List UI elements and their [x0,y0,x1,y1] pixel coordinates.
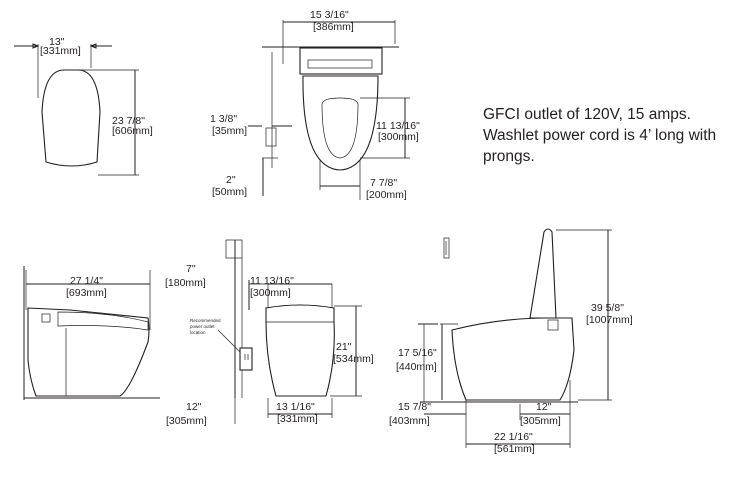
lid-width-inch: 13" [49,36,65,48]
power-note: GFCI outlet of 120V, 15 amps. Washlet po… [483,104,731,167]
toilet-top-view: 15 3/16" [386mm] 1 3/8" [35mm] 2" [50mm]… [210,9,420,201]
outlet-label-line2: power outlet [190,324,215,329]
side-length-mm: [693mm] [66,287,107,299]
seat-height-inch: 17 5/16" [398,347,437,359]
toilet-front-view: 7" [180mm] 11 13/16" [300mm] Recommended… [165,239,374,427]
rough-in-inch: 15 7/8" [398,401,431,413]
outlet-offset-inch: 12" [186,401,202,413]
side-body [27,307,150,397]
wall-gap-mm: [35mm] [212,125,247,137]
outlet-height-mm: [180mm] [165,277,206,289]
bowl-offset-inch: 7 7/8" [370,177,397,189]
outlet-label-line1: Recommended [190,318,221,323]
lid-length-mm: [606mm] [112,125,153,137]
rear-rough-inch: 12" [536,401,552,413]
front-depth-inch: 11 13/16" [250,275,294,287]
base-length-inch: 22 1/16" [494,431,533,443]
bowl-depth-inch: 11 13/16" [376,120,420,132]
outlet-height-inch: 7" [186,263,196,275]
power-note-line1: GFCI outlet of 120V, 15 amps. [483,106,691,123]
toilet-side-view: 27 1/4" [693mm] [23,266,160,400]
bowl-outline [302,75,379,171]
bowl-depth-mm: [300mm] [378,131,419,143]
open-side-body [451,317,575,401]
supply-offset-mm: [50mm] [212,186,247,198]
lid-length-inch: 23 7/8" [112,115,145,127]
front-height-mm: [534mm] [333,353,374,365]
supply-offset-inch: 2" [226,174,236,186]
lid-outline [41,69,101,167]
rear-rough-mm: [305mm] [520,415,561,427]
power-note-line2: Washlet power cord is 4’ long with [483,127,717,144]
front-width-inch: 13 1/16" [276,401,315,413]
toilet-side-view-open: 39 5/8" [1007mm] 17 5/16" [440mm] 15 7/8… [389,228,633,455]
rough-in-mm: [403mm] [389,415,430,427]
total-height-mm: [1007mm] [586,314,633,326]
front-depth-mm: [300mm] [250,287,291,299]
wall-outlet-icon [443,237,450,259]
side-length-inch: 27 1/4" [70,275,103,287]
total-height-inch: 39 5/8" [591,302,624,314]
outlet-label-line3: location [190,330,206,335]
tank-top [299,47,383,75]
outlet-offset-mm: [305mm] [166,415,207,427]
front-width-mm: [331mm] [277,413,318,425]
wall-gap-inch: 1 3/8" [210,113,237,125]
power-outlet-icon [239,347,253,371]
seat-height-mm: [440mm] [396,361,437,373]
lid-width-mm: [331mm] [40,45,81,57]
bowl-offset-mm: [200mm] [366,189,407,201]
lid-top-view: 13" [331mm] 23 7/8" [606mm] [14,36,153,176]
wall-outlet-box [225,239,243,259]
top-width-inch: 15 3/16" [310,9,349,21]
front-body [265,304,335,397]
top-width-mm: [386mm] [313,21,354,33]
base-length-mm: [561mm] [494,443,535,455]
front-height-inch: 21" [336,341,352,353]
open-lid [529,228,557,319]
power-note-line3: prongs. [483,148,535,165]
